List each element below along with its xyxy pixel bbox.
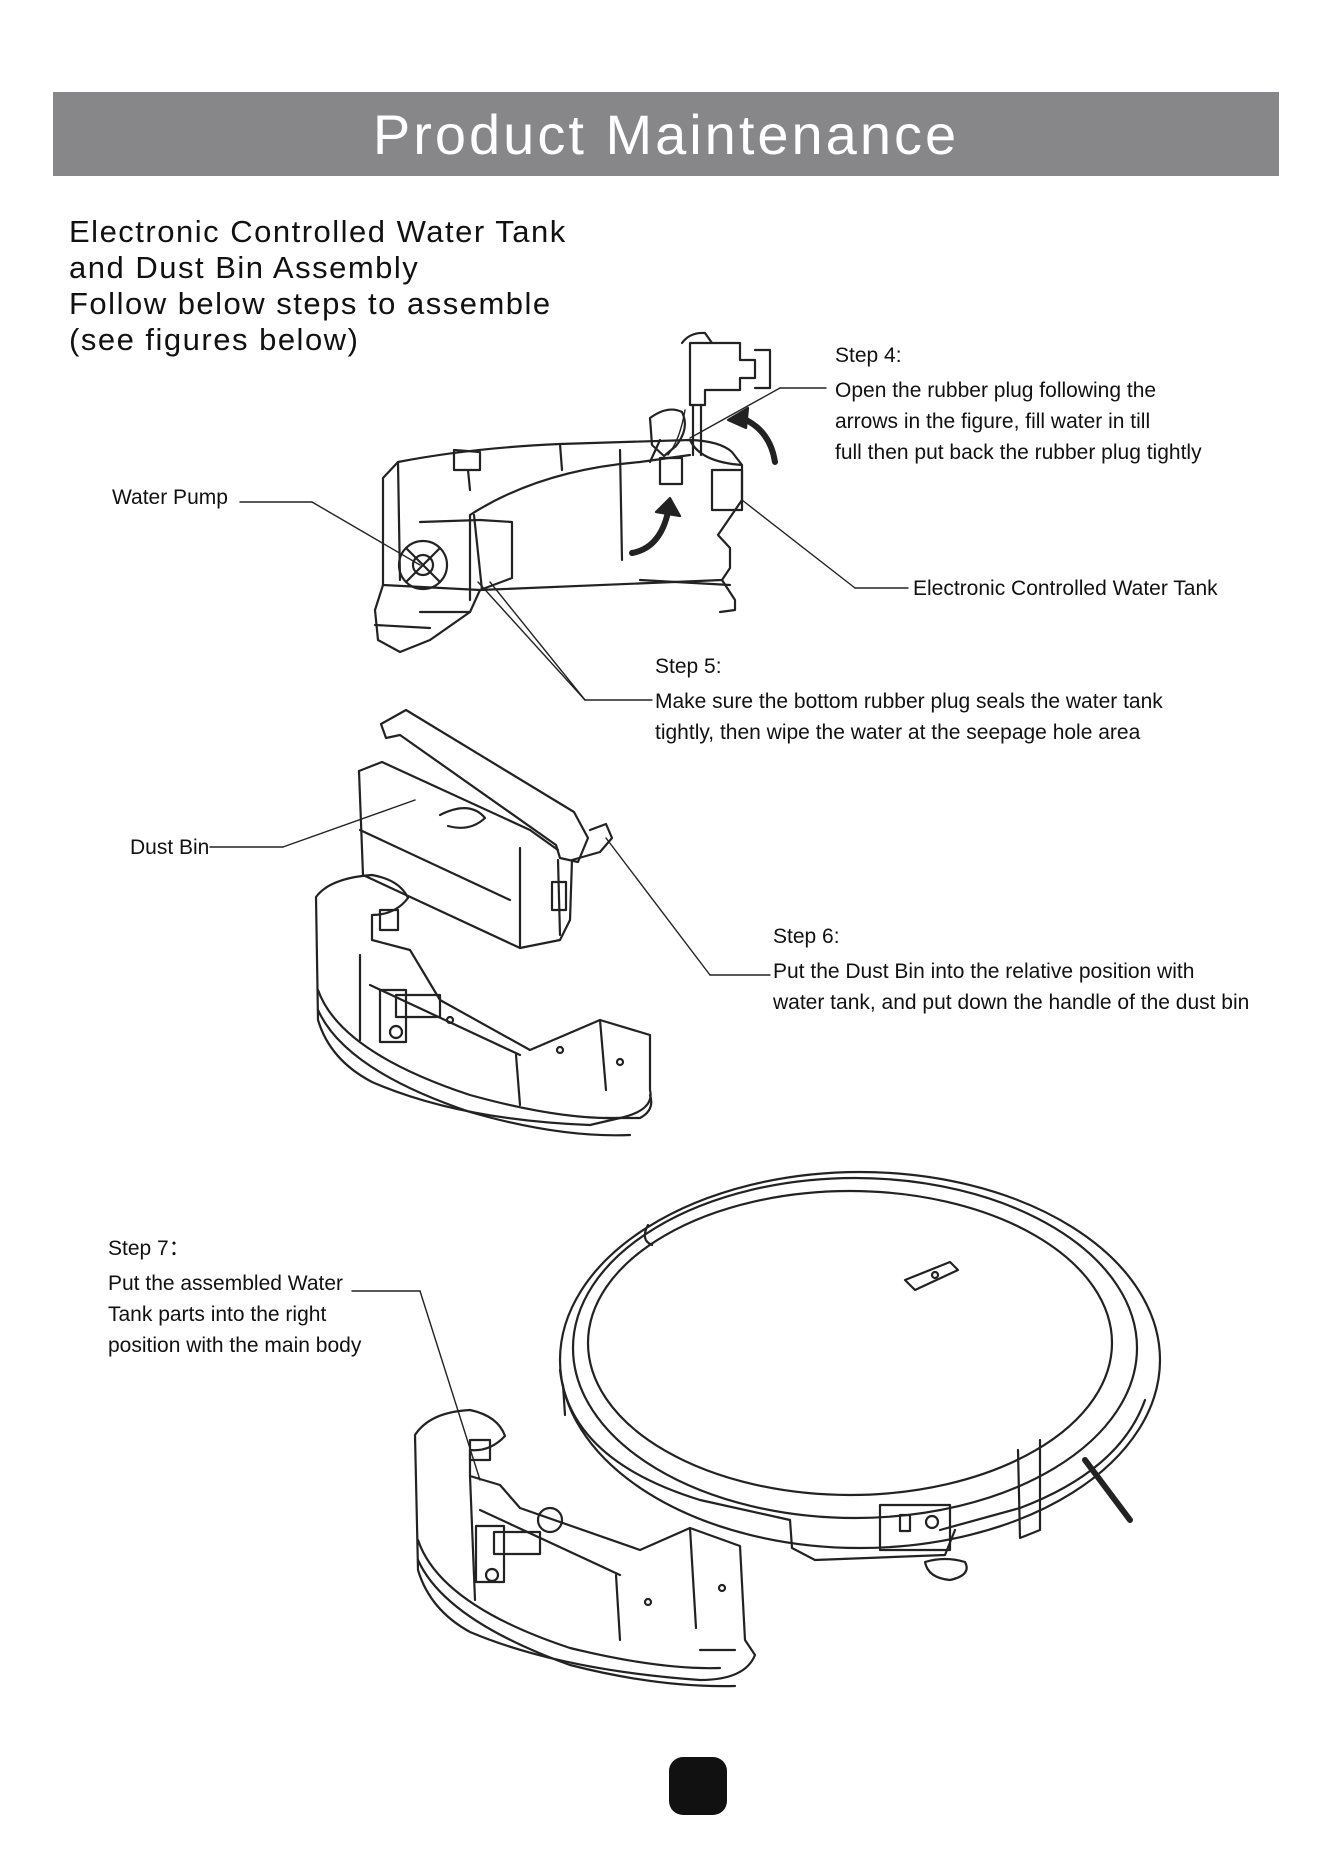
step-text-line: Open the rubber plug following the (835, 379, 1157, 402)
page-title: Product Maintenance (372, 102, 960, 166)
intro-text: Electronic Controlled Water Tank and Dus… (69, 214, 629, 358)
step-4: Step 4: Open the rubber plug following t… (835, 340, 1202, 468)
step-text-line: position with the main body (108, 1334, 362, 1357)
base-unit-figure (314, 873, 653, 1137)
header-bar: Product Maintenance (53, 92, 1279, 176)
water-pump-label: Water Pump (112, 486, 228, 509)
step-text-line: arrows in the figure, fill water in till (835, 410, 1151, 433)
step-text-line: Make sure the bottom rubber plug seals t… (655, 690, 1163, 713)
intro-line: Follow below steps to assemble (69, 286, 552, 321)
step-text-line: full then put back the rubber plug tight… (835, 441, 1202, 464)
step-7: Step 7： Put the assembled Water Tank par… (108, 1233, 361, 1361)
step-text-line: Put the assembled Water (108, 1272, 343, 1295)
step-text-line: Tank parts into the right (108, 1303, 327, 1326)
intro-line: Electronic Controlled Water Tank (69, 214, 567, 249)
water-tank-label: Electronic Controlled Water Tank (913, 577, 1218, 600)
step-title: Step 6: (773, 925, 840, 948)
leader-lines (209, 387, 909, 1481)
intro-line: (see figures below) (69, 322, 360, 357)
page-number-badge (669, 1757, 727, 1815)
intro-line: and Dust Bin Assembly (69, 250, 420, 285)
step-text-line: Put the Dust Bin into the relative posit… (773, 960, 1195, 983)
step-5: Step 5: Make sure the bottom rubber plug… (655, 651, 1163, 748)
water-tank-figure (373, 408, 744, 654)
dust-bin-figure (357, 708, 614, 950)
robot-body-figure (558, 1170, 1162, 1582)
step-title: Step 4: (835, 344, 902, 367)
faucet-icon (680, 331, 772, 457)
arrow-icon (629, 406, 778, 556)
dust-bin-label: Dust Bin (130, 836, 210, 859)
assembled-tank-figure (413, 1408, 757, 1688)
step-title: Step 5: (655, 655, 722, 678)
step-title: Step 7： (108, 1237, 190, 1260)
step-6: Step 6: Put the Dust Bin into the relati… (773, 921, 1249, 1018)
step-text-line: tightly, then wipe the water at the seep… (655, 721, 1141, 744)
step-text-line: water tank, and put down the handle of t… (773, 991, 1250, 1014)
